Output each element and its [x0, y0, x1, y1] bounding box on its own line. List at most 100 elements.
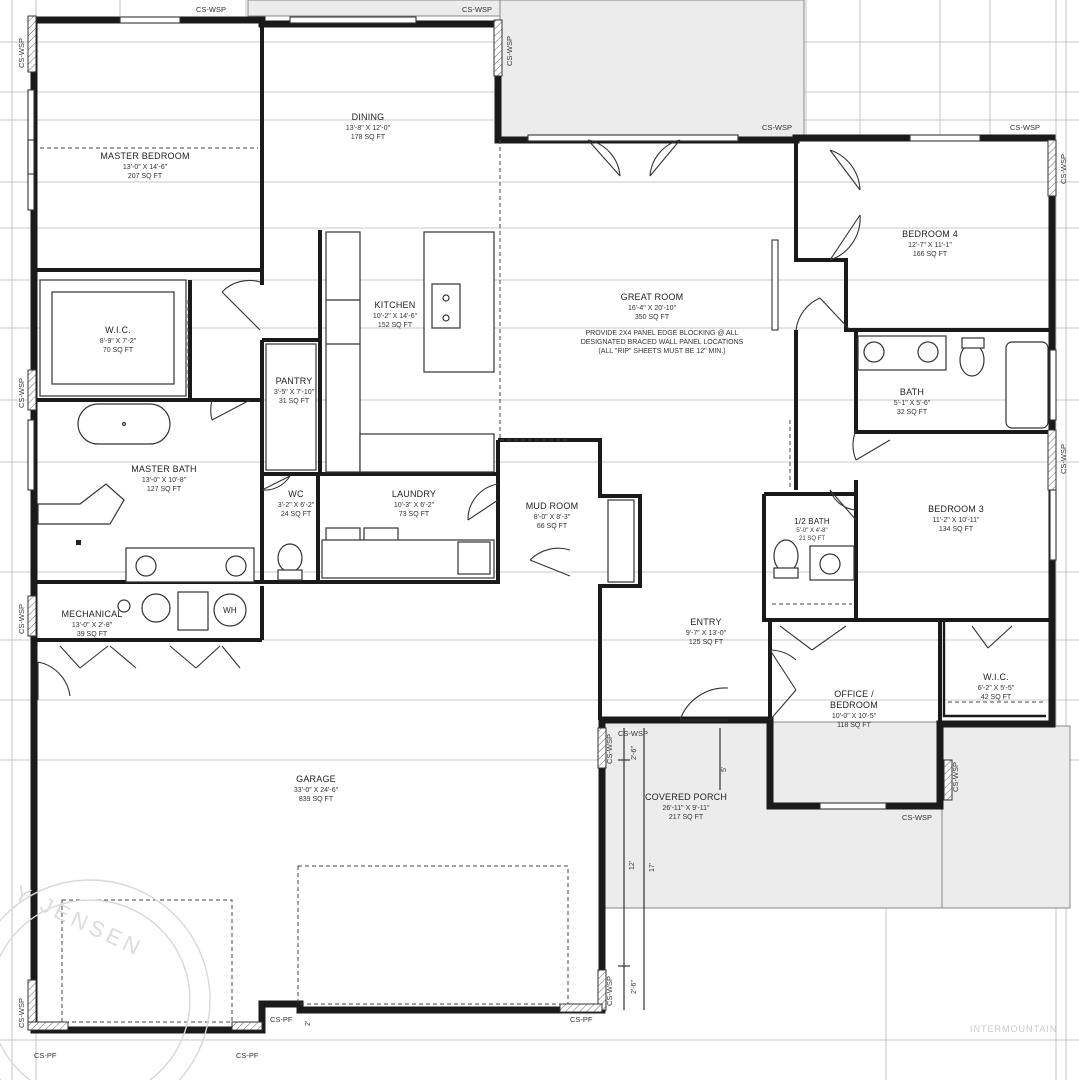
bath-area: 32 SQ FT [897, 409, 928, 416]
pantry-name: PANTRY [276, 376, 313, 386]
dim-17: 17' [649, 863, 656, 872]
mechanical-fixtures [117, 591, 247, 631]
porch-dims: 26'-11" X 9'-11" [662, 805, 710, 812]
office-dims: 10'-0" X 10'-5" [832, 713, 877, 720]
tag-cs-wsp-vertical: CS-WSP [605, 976, 614, 1006]
office-name-2: BEDROOM [830, 700, 878, 710]
tag-cs-wsp: CS-WSP [196, 5, 226, 14]
entry-walk [247, 0, 501, 17]
master-bedroom-name: MASTER BEDROOM [100, 151, 189, 161]
wc-dims: 3'-2" X 6'-2" [278, 502, 315, 509]
master-bedroom-dims: 13'-0" X 14'-6" [123, 164, 168, 171]
dim-2-6-top: 2'-6" [631, 746, 638, 760]
laundry-area: 73 SQ FT [399, 511, 430, 518]
great-room-area: 350 SQ FT [635, 314, 670, 321]
bedroom4-dims: 12'-7" X 11'-1" [908, 242, 952, 249]
wic-bed3-name: W.I.C. [983, 672, 1009, 682]
note-line-1: PROVIDE 2X4 PANEL EDGE BLOCKING @ ALL [586, 330, 739, 337]
mud-room-dims: 8'-0" X 8'-3" [534, 514, 571, 521]
shower [37, 483, 125, 525]
master-bath-fixtures [37, 403, 255, 583]
mud-room-area: 66 SQ FT [537, 523, 568, 530]
tag-cs-wsp: CS-WSP [618, 729, 648, 738]
office-name: OFFICE / [834, 689, 874, 699]
garage-dims: 33'-0" X 24'-6" [294, 787, 339, 794]
master-bedroom-area: 207 SQ FT [128, 173, 163, 180]
office-area: 118 SQ FT [837, 722, 871, 729]
kitchen-back-counter [359, 433, 495, 473]
laundry-fixtures [321, 527, 495, 579]
entry-dims: 9'-7" X 13'-0" [686, 630, 727, 637]
dining-dims: 13'-8" X 12'-0" [346, 125, 391, 132]
wic-bed3-dims: 6'-2" X 5'-5" [978, 685, 1015, 692]
side-patio [941, 725, 1071, 909]
bedroom4-name: BEDROOM 4 [902, 229, 958, 239]
tag-cs-pf: CS-PF [236, 1051, 259, 1060]
master-bath-dims: 13'-0" X 10'-8" [142, 477, 187, 484]
interior-walls [34, 24, 1052, 724]
tag-cs-wsp-vertical: CS-WSP [951, 762, 960, 792]
tag-cs-wsp: CS-WSP [902, 813, 932, 822]
rear-patio [499, 0, 805, 139]
tag-cs-wsp-vertical: CS-WSP [17, 604, 26, 634]
laundry-name: LAUNDRY [392, 489, 436, 499]
wic-shelves [39, 279, 187, 397]
garage-door-outline-2 [61, 899, 233, 1023]
wic-master-name: W.I.C. [105, 325, 131, 335]
doors [37, 139, 1013, 721]
mechanical-name: MECHANICAL [61, 609, 122, 619]
porch-area: 217 SQ FT [669, 814, 704, 821]
pantry-dims: 3'-5" X 7'-10" [274, 389, 315, 396]
wc-name: WC [288, 489, 304, 499]
half-bath-dims: 5'-0" X 4'-8" [796, 528, 827, 534]
bedroom3-dims: 11'-2" X 10'-11" [932, 517, 980, 524]
mud-room-name: MUD ROOM [526, 501, 579, 511]
half-bath-area: 21 SQ FT [799, 536, 825, 542]
wc-toilet [277, 543, 303, 581]
tag-cs-wsp-vertical: CS-WSP [1059, 444, 1068, 474]
note-line-2: DESIGNATED BRACED WALL PANEL LOCATIONS [581, 339, 744, 346]
garage-door-outline [297, 865, 569, 1005]
mechanical-dims: 13'-0" X 2'-8" [72, 622, 113, 629]
tag-cs-wsp-vertical: CS-WSP [1059, 154, 1068, 184]
wc-area: 24 SQ FT [281, 511, 312, 518]
kitchen-counter [325, 231, 361, 473]
kitchen-area: 152 SQ FT [378, 322, 413, 329]
entry-area: 125 SQ FT [689, 639, 724, 646]
half-bath-name: 1/2 BATH [794, 517, 830, 526]
laundry-dims: 10'-3" X 6'-2" [394, 502, 435, 509]
wic-master-area: 70 SQ FT [103, 347, 134, 354]
garage-area: 839 SQ FT [299, 796, 334, 803]
braced-wall-hatching [27, 15, 1057, 1031]
garage-name: GARAGE [296, 774, 336, 784]
closet-shelving [772, 603, 1046, 703]
pantry-area: 31 SQ FT [279, 398, 310, 405]
bath-dims: 5'-1" X 5'-6" [894, 400, 931, 407]
wic-bed3-area: 42 SQ FT [981, 694, 1012, 701]
dim-12: 12' [629, 861, 636, 870]
dim-2-6-bottom: 2'-6" [631, 980, 638, 994]
tag-cs-wsp: CS-WSP [1010, 123, 1040, 132]
tag-cs-wsp: CS-WSP [762, 123, 792, 132]
tag-cs-wsp-vertical: CS-WSP [505, 36, 514, 66]
porch-name: COVERED PORCH [645, 792, 727, 802]
dashed-lines [40, 140, 791, 1023]
water-heater [213, 593, 247, 627]
bath-toilet [959, 343, 985, 377]
tag-cs-pf: CS-PF [34, 1051, 57, 1060]
porch-dimension-lines [618, 728, 721, 1010]
tag-cs-wsp-vertical: CS-WSP [17, 378, 26, 408]
brand-watermark: INTERMOUNTAIN [970, 1024, 1057, 1034]
bath-tub [1005, 341, 1049, 429]
half-bath-fixtures [773, 539, 855, 581]
dimension-labels: 2'-6" 5' 12' 17' 2'-6" 2' [305, 746, 728, 1026]
tag-cs-wsp-vertical: CS-WSP [17, 38, 26, 68]
great-room-dims: 16'-4" X 20'-10" [628, 305, 677, 312]
dim-5: 5' [721, 767, 728, 772]
bath-fixtures [857, 335, 1049, 429]
bedroom4-area: 166 SQ FT [913, 251, 948, 258]
bath-name: BATH [900, 387, 924, 397]
master-bath-name: MASTER BATH [131, 464, 197, 474]
dim-2: 2' [305, 1021, 312, 1026]
